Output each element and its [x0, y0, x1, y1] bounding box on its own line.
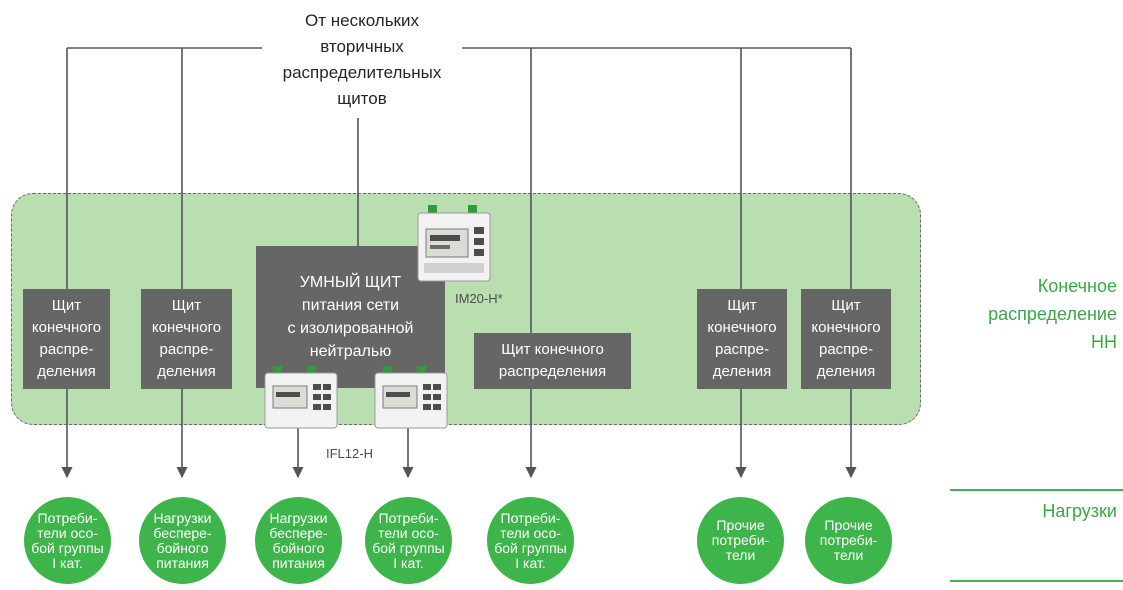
- final-distribution-panel-4: Щит конечного распре- деления: [697, 289, 787, 389]
- im20-label: IM20-H*: [455, 291, 503, 306]
- load-circle-2: Нагрузки беспере- бойного питания: [139, 497, 226, 584]
- ifl12-label: IFL12-H: [326, 446, 373, 461]
- final-distribution-panel-2: Щит конечного распре- деления: [141, 289, 232, 389]
- loads-zone-top-rule: [950, 489, 1123, 491]
- final-distribution-zone-label: Конечное распределение НН: [988, 276, 1117, 352]
- load-circle-3: Нагрузки беспере- бойного питания: [255, 497, 342, 584]
- load-circle-5: Потреби- тели осо- бой группы I кат.: [487, 497, 574, 584]
- loads-zone-label: Нагрузки: [1042, 501, 1117, 521]
- load-circle-4: Потреби- тели осо- бой группы I кат.: [365, 497, 452, 584]
- final-distribution-panel-1: Щит конечного распре- деления: [23, 289, 110, 389]
- final-distribution-panel-3: Щит конечного распределения: [474, 333, 631, 389]
- smart-panel: УМНЫЙ ЩИТ питания сети с изолированной н…: [256, 246, 445, 388]
- final-distribution-panel-5: Щит конечного распре- деления: [801, 289, 891, 389]
- load-circle-6: Прочие потреби- тели: [697, 497, 784, 584]
- loads-zone-bottom-rule: [950, 580, 1123, 582]
- ifl12-device-image-1: [264, 366, 338, 429]
- source-label: От нескольких вторичных распределительны…: [262, 8, 462, 112]
- ifl12-device-image-2: [374, 366, 448, 429]
- im20-device-image: [417, 205, 491, 282]
- load-circle-1: Потреби- тели осо- бой группы I кат.: [24, 497, 111, 584]
- load-circle-7: Прочие потреби- тели: [805, 497, 892, 584]
